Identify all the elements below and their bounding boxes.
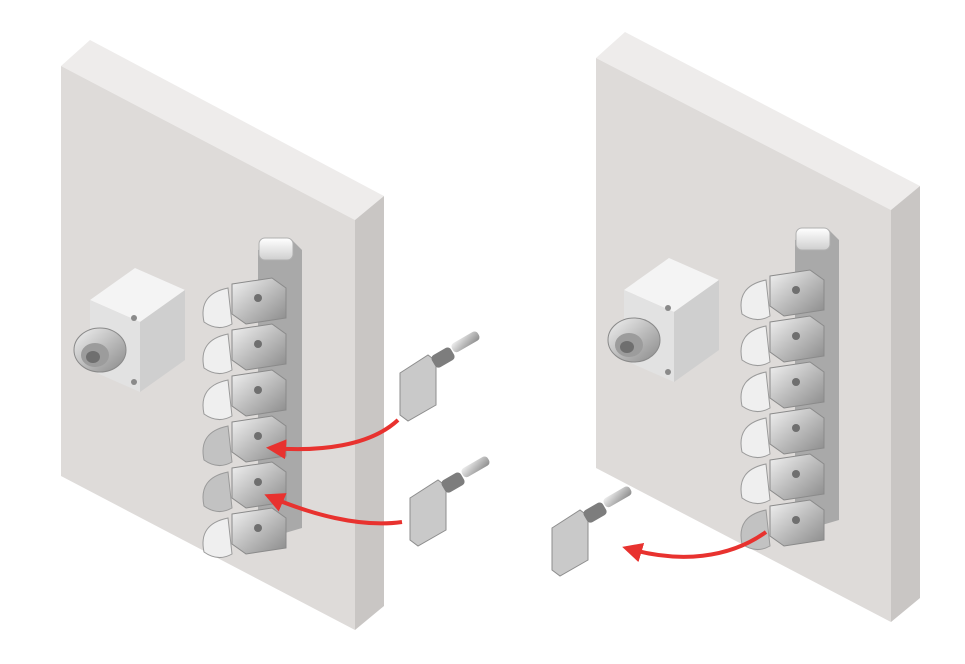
right-lock-unit xyxy=(740,407,825,458)
right-lock-unit xyxy=(740,269,825,320)
left-key-upper-icon xyxy=(399,331,480,422)
right-lock-unit xyxy=(740,361,825,412)
right-panel-side xyxy=(891,186,920,622)
left-lock-unit xyxy=(202,323,287,374)
left-lock-stack xyxy=(202,277,287,558)
right-key-removed-icon xyxy=(551,486,632,577)
left-arrow-lower xyxy=(264,493,403,526)
left-key-switch-icon xyxy=(73,327,127,373)
left-lock-rail xyxy=(202,237,302,558)
right-lock-unit xyxy=(740,499,825,550)
left-lock-unit xyxy=(202,277,287,328)
right-arrow-removal xyxy=(622,530,768,563)
right-lock-unit xyxy=(740,453,825,504)
right-lock-rail xyxy=(740,227,839,550)
left-arrow-upper xyxy=(266,418,400,460)
right-lock-unit xyxy=(740,315,825,366)
right-key-switch-icon xyxy=(607,317,661,363)
left-key-lower-icon xyxy=(409,456,490,547)
right-panel-top xyxy=(596,32,920,210)
left-panel-side xyxy=(355,196,384,630)
right-lock-stack xyxy=(740,269,825,550)
left-lock-unit xyxy=(202,369,287,420)
left-panel-top xyxy=(61,40,384,220)
right-control-box xyxy=(607,258,719,382)
left-control-box xyxy=(73,268,185,392)
left-lock-unit xyxy=(202,507,287,558)
